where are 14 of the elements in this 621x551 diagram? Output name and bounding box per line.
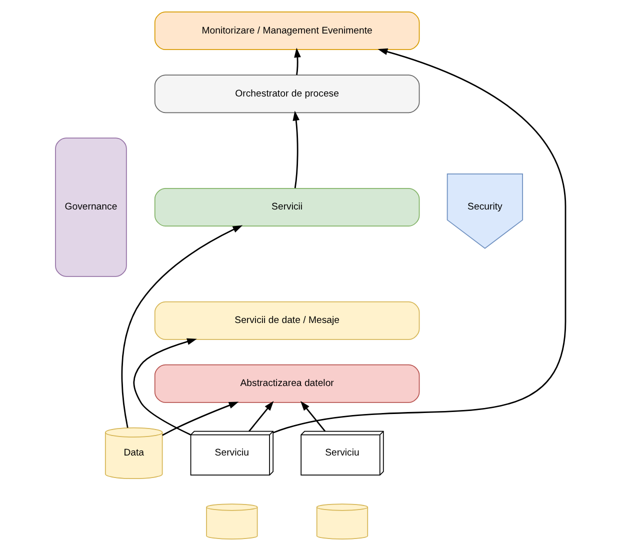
arrow [300,400,326,432]
node-box: Servicii de date / Mesaje [154,301,420,340]
arrow [294,48,301,75]
arrow [162,402,239,436]
arrow [121,225,243,428]
arrow [248,400,274,432]
arrow [273,48,566,434]
node-box: Servicii [154,188,420,226]
node-box: Monitorizare / Management Evenimente [154,12,420,50]
arrow [292,110,300,188]
node-box: Orchestrator de procese [154,74,420,114]
node-box: Governance [55,138,127,277]
arrow [133,338,197,436]
node-box: Abstractizarea datelor [154,364,420,403]
